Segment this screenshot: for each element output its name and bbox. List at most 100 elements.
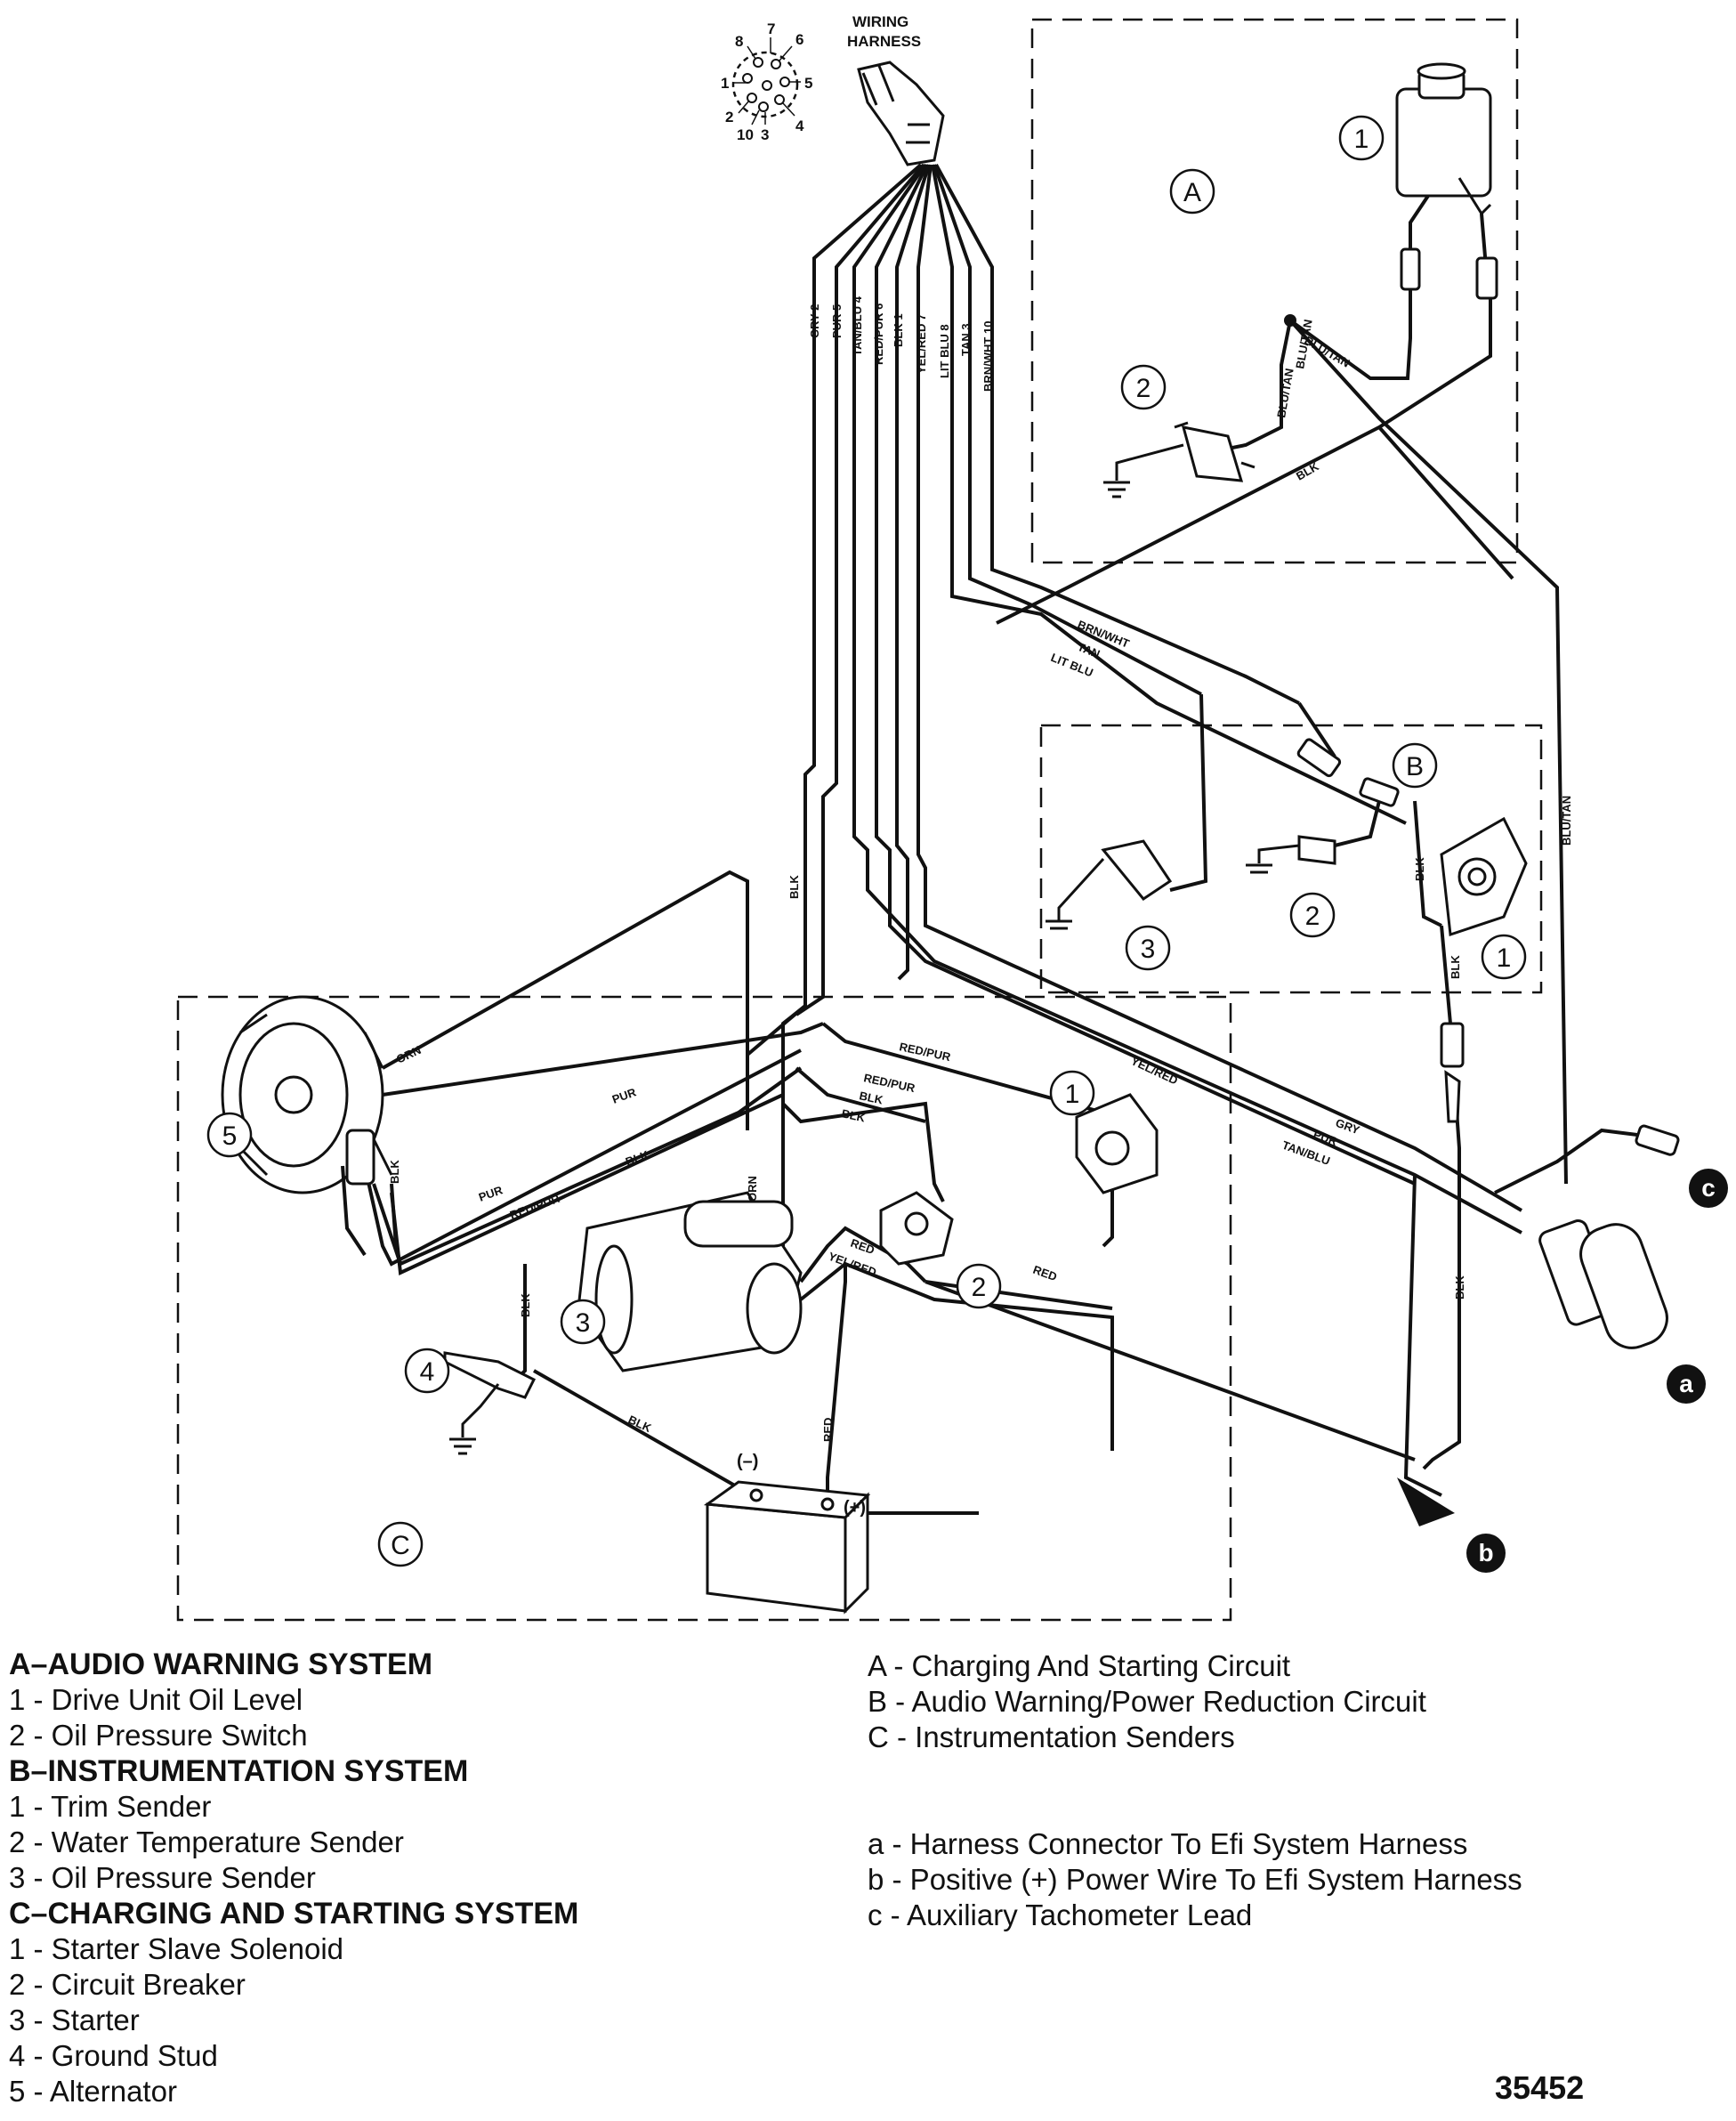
callout-c2: 2 xyxy=(956,1263,1002,1309)
wire-label-blu-tan-b: BLU/TAN xyxy=(1560,796,1573,846)
wire-label-yelred7: YEL/RED 7 xyxy=(915,314,928,374)
wiring-diagram: 1 2 3 4 5 6 7 8 10 WIRING HARNESS GRY 2 … xyxy=(176,13,1728,1622)
pin-3-label: 3 xyxy=(761,126,769,143)
wire-label-blu-tan-a3: BLU/TAN xyxy=(1274,368,1296,419)
legend-callout-item: a - Harness Connector To Efi System Harn… xyxy=(868,1827,1468,1860)
callout-letter-c: c xyxy=(1689,1169,1728,1208)
harness-pin-diagram: 1 2 3 4 5 6 7 8 10 xyxy=(721,20,812,143)
legend-callout-item: c - Auxiliary Tachometer Lead xyxy=(868,1898,1253,1931)
wire-label-blk-b3: BLK xyxy=(1453,1275,1466,1299)
wire-label-red1: RED xyxy=(849,1236,876,1257)
legend-circuit-item: B - Audio Warning/Power Reduction Circui… xyxy=(868,1685,1426,1718)
legend-callout-item: b - Positive (+) Power Wire To Efi Syste… xyxy=(868,1863,1522,1896)
wire-label-red-pur1: RED/PUR xyxy=(508,1192,562,1222)
legend-item: 2 - Oil Pressure Switch xyxy=(9,1719,308,1752)
callout-letter-b: b xyxy=(1466,1534,1506,1573)
legend-item: 2 - Circuit Breaker xyxy=(9,1968,246,2001)
figure-number: 35452 xyxy=(1495,2069,1585,2106)
callout-c1: 1 xyxy=(1049,1070,1095,1116)
svg-text:2: 2 xyxy=(972,1273,987,1302)
section-b-oil-pressure-sender xyxy=(1046,839,1173,930)
svg-text:B: B xyxy=(1406,752,1424,781)
section-b-inline-connector xyxy=(1440,1022,1465,1123)
wire-label-blk-c5: BLK xyxy=(519,1293,532,1317)
wire-label-blk-c3: BLK xyxy=(858,1089,884,1106)
section-a-ground xyxy=(1103,443,1184,498)
svg-text:5: 5 xyxy=(222,1121,238,1151)
battery-positive-label: (+) xyxy=(844,1498,866,1518)
wire-label-blk-b1: BLK xyxy=(1413,857,1426,881)
svg-text:2: 2 xyxy=(1136,374,1151,403)
wire-label-blu-tan-a2: BLU/TAN xyxy=(1303,334,1352,370)
callout-c5: 5 xyxy=(206,1112,253,1158)
wire-label-blk-b2: BLK xyxy=(1449,955,1462,979)
aux-tach-lead xyxy=(1494,1124,1680,1194)
section-box-b xyxy=(1039,724,1543,994)
legend-heading: A–AUDIO WARNING SYSTEM xyxy=(9,1647,433,1681)
section-b-water-temp-sender xyxy=(1297,835,1336,865)
legend-circuits: A - Charging And Starting Circuit B - Au… xyxy=(868,1648,1522,1933)
wire-label-tan: TAN xyxy=(1076,640,1102,661)
section-a-junction xyxy=(1284,314,1296,327)
section-box-c xyxy=(176,995,1232,1622)
wire-label-redpur6: RED/PUR 6 xyxy=(872,304,885,365)
legend-item: 4 - Ground Stud xyxy=(9,2039,218,2072)
section-a-wires xyxy=(996,194,1568,1185)
circuit-breaker xyxy=(879,1191,954,1266)
section-box-a xyxy=(1030,18,1519,564)
section-letter-b: B xyxy=(1392,742,1438,789)
svg-text:A: A xyxy=(1183,178,1201,207)
callout-letter-a: a xyxy=(1667,1364,1706,1404)
starter-slave-solenoid xyxy=(1075,1093,1159,1194)
section-b-wires xyxy=(1169,693,1461,1470)
svg-text:1: 1 xyxy=(1354,125,1369,154)
pin-5-label: 5 xyxy=(804,75,812,92)
legend-heading: B–INSTRUMENTATION SYSTEM xyxy=(9,1754,469,1788)
section-b-connector xyxy=(1296,738,1400,807)
callout-b3: 3 xyxy=(1125,925,1171,971)
wire-label-blk-c1: BLK xyxy=(624,1147,651,1168)
svg-text:1: 1 xyxy=(1065,1080,1080,1109)
wire-label-blk1: BLK 1 xyxy=(892,313,905,347)
svg-text:c: c xyxy=(1701,1174,1716,1202)
section-a-connectors xyxy=(1400,247,1498,300)
ground-stud xyxy=(443,1351,537,1455)
legend-item: 1 - Starter Slave Solenoid xyxy=(9,1932,344,1965)
legend-item: 1 - Drive Unit Oil Level xyxy=(9,1683,303,1716)
section-b-wtemp-ground xyxy=(1246,844,1300,874)
legend-circuit-item: C - Instrumentation Senders xyxy=(868,1720,1235,1753)
efi-harness-connector xyxy=(1538,1219,1668,1349)
wire-label-blk-c2: BLK xyxy=(388,1160,401,1184)
power-wire-arrow xyxy=(1397,1477,1455,1526)
harness-title-line2: HARNESS xyxy=(847,33,921,50)
wire-label-blk-harness: BLK xyxy=(787,875,801,899)
pin-10-label: 10 xyxy=(737,126,754,143)
pin-8-label: 8 xyxy=(735,33,743,50)
wire-label-blk-a: BLK xyxy=(1294,459,1321,483)
pin-7-label: 7 xyxy=(767,20,775,37)
svg-text:2: 2 xyxy=(1305,902,1320,931)
wire-label-orn1: ORN xyxy=(394,1043,424,1066)
callout-b1: 1 xyxy=(1481,934,1527,980)
wire-label-tanblu4: TAN/BLU 4 xyxy=(851,295,864,356)
wire-label-red-pur2: RED/PUR xyxy=(898,1040,952,1064)
callout-a1: 1 xyxy=(1338,115,1385,161)
harness-plug xyxy=(857,61,945,166)
wire-label-pur2: PUR xyxy=(477,1183,505,1204)
pin-4-label: 4 xyxy=(795,117,804,134)
alternator xyxy=(221,995,393,1194)
legend-circuit-item: A - Charging And Starting Circuit xyxy=(868,1649,1291,1682)
battery xyxy=(703,1480,871,1615)
legend-item: 5 - Alternator xyxy=(9,2075,177,2108)
callout-c3: 3 xyxy=(560,1299,606,1345)
legend-item: 3 - Starter xyxy=(9,2004,140,2036)
svg-text:b: b xyxy=(1478,1539,1493,1566)
alternator-leads xyxy=(341,1165,402,1265)
harness-wire-labels: GRY 2 PUR 5 TAN/BLU 4 RED/PUR 6 BLK 1 YE… xyxy=(808,295,995,392)
section-boxes xyxy=(176,18,1543,1622)
callout-b2: 2 xyxy=(1289,892,1336,938)
section-b-trim-sender xyxy=(1440,816,1528,937)
wire-label-pur1: PUR xyxy=(610,1085,638,1106)
callout-c4: 4 xyxy=(404,1348,450,1394)
wire-label-gry: GRY xyxy=(1334,1116,1361,1137)
